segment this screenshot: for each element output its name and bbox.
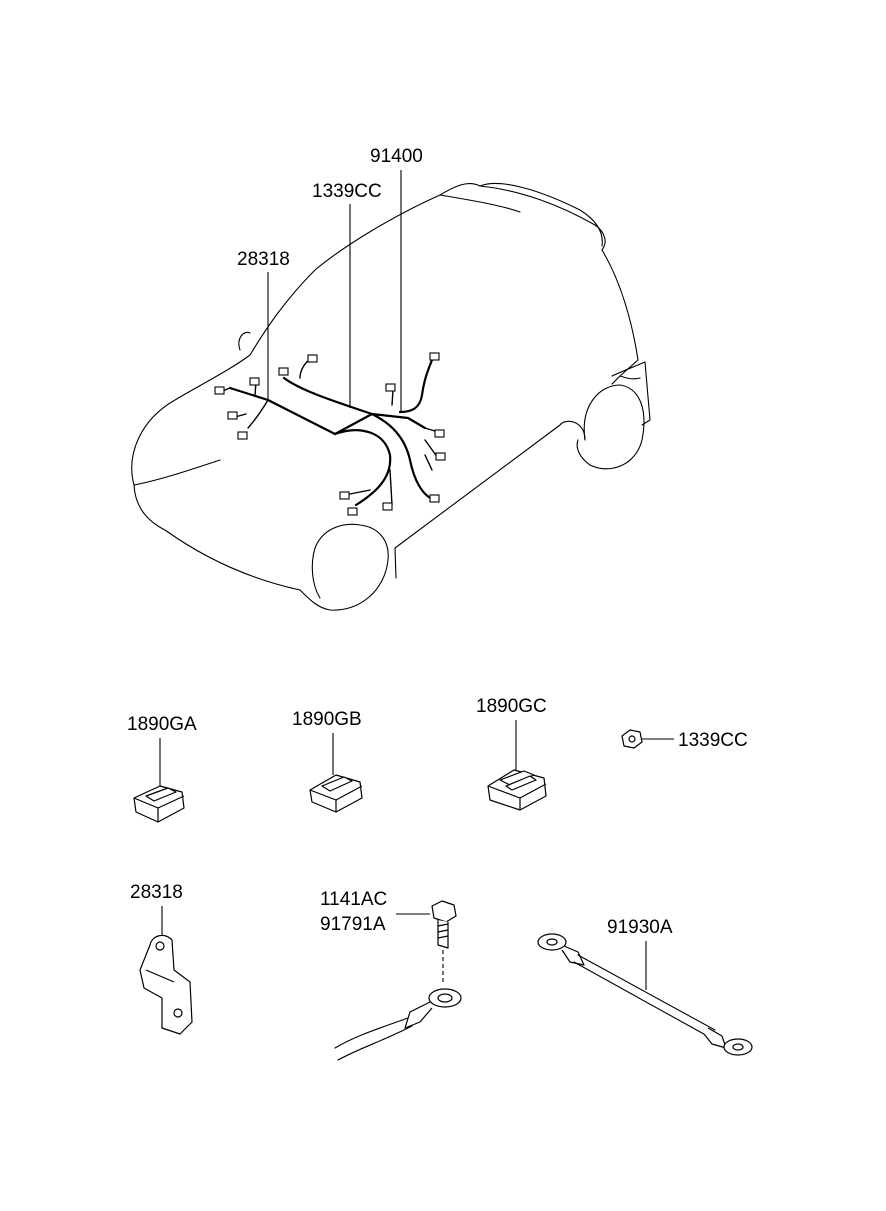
callout-28318-top: 28318: [237, 249, 290, 400]
battery-cable-91930a: 91930A: [537, 917, 753, 1056]
callout-label-91791a: 91791A: [320, 914, 386, 935]
connector-1890ga: 1890GA: [127, 714, 197, 823]
callout-91400: 91400: [370, 146, 423, 412]
harness-connectors: [214, 352, 446, 516]
vehicle-body-outline: [131, 182, 651, 611]
callout-label-28318-bracket: 28318: [130, 882, 183, 903]
callout-label-1339cc-nut: 1339CC: [678, 730, 748, 751]
callout-label-91400: 91400: [370, 146, 423, 167]
callout-label-1890ga: 1890GA: [127, 714, 197, 735]
bolt-and-ground-cable: 1141AC 91791A: [320, 889, 462, 1061]
callout-label-1141ac: 1141AC: [320, 889, 387, 910]
callout-label-28318-top: 28318: [237, 249, 290, 270]
callout-label-1339cc-top: 1339CC: [312, 181, 382, 202]
callout-label-1890gb: 1890GB: [292, 709, 362, 730]
connector-1890gb: 1890GB: [292, 709, 363, 813]
callout-label-91930a: 91930A: [607, 917, 673, 938]
bracket-28318: 28318: [130, 882, 193, 1035]
connector-1890gc: 1890GC: [476, 696, 547, 811]
callout-label-1890gc: 1890GC: [476, 696, 547, 717]
nut-1339cc: 1339CC: [621, 729, 748, 751]
callout-1339cc-top: 1339CC: [312, 181, 382, 408]
